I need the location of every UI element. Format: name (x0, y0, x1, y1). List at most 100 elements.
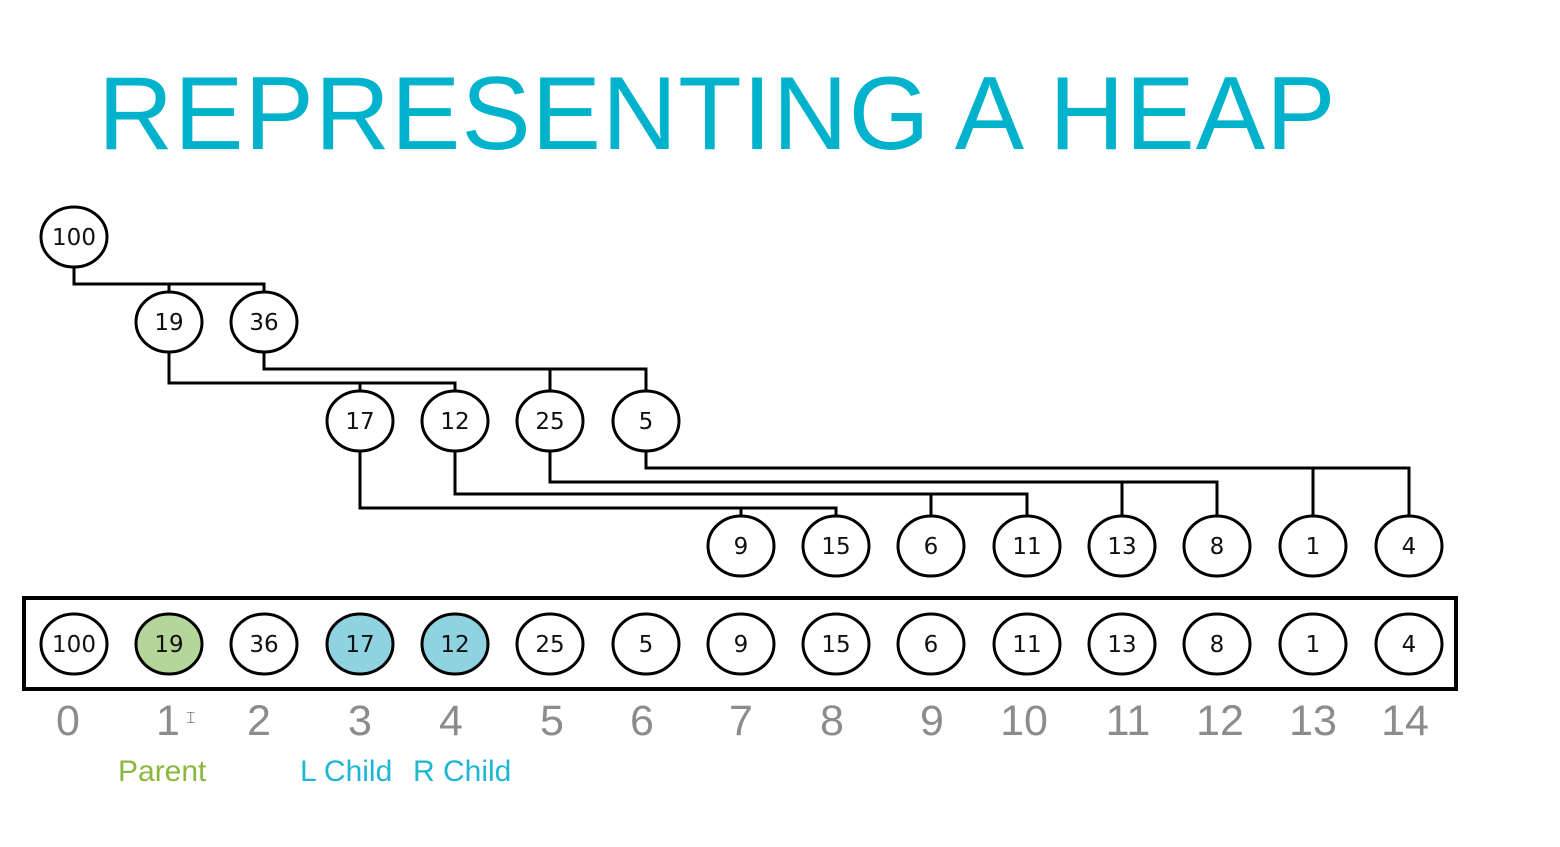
tree-node-7-circle (706, 514, 776, 578)
legend-lchild: L Child (300, 755, 393, 788)
tree-node-12-value: 8 (1210, 534, 1225, 560)
array-cell-1-circle (134, 612, 204, 676)
array-cell-14: 4 (1374, 612, 1444, 676)
array-cell-6: 5 (611, 612, 681, 676)
array-cell-1: 19 (134, 612, 204, 676)
tree-node-2: 36 (229, 290, 299, 354)
array-cell-9: 6 (896, 612, 966, 676)
page-title: REPRESENTING A HEAP (98, 56, 1337, 172)
tree-node-8-value: 15 (821, 534, 850, 560)
index-label-13: 13 (1289, 697, 1337, 745)
array-cell-1-value: 19 (154, 632, 183, 658)
index-label-0: 0 (56, 697, 80, 745)
array-cell-3: 17 (325, 612, 395, 676)
array-cell-2-circle (229, 612, 299, 676)
array-cell-3-value: 17 (345, 632, 374, 658)
array-cell-11-circle (1087, 612, 1157, 676)
tree-node-3-circle (325, 389, 395, 453)
index-label-7: 7 (729, 697, 753, 745)
tree-node-13: 1 (1278, 514, 1348, 578)
array-cell-10: 11 (992, 612, 1062, 676)
tree-nodes: 100 19 36 17 12 25 5 9 15 6 11 13 8 1 4 (39, 205, 1444, 578)
index-label-11: 11 (1105, 697, 1151, 745)
array-cell-0-circle (39, 612, 109, 676)
array-cell-7: 9 (706, 612, 776, 676)
array-cell-2-value: 36 (249, 632, 278, 658)
tree-node-13-circle (1278, 514, 1348, 578)
tree-node-7: 9 (706, 514, 776, 578)
tree-node-3: 17 (325, 389, 395, 453)
text-cursor-icon: ⌶ (186, 708, 196, 727)
tree-node-6-circle (611, 389, 681, 453)
index-label-1: 1 (156, 697, 180, 745)
array-cell-5-circle (515, 612, 585, 676)
tree-node-4-value: 12 (440, 409, 469, 435)
legend-rchild: R Child (413, 755, 512, 788)
tree-node-1-value: 19 (154, 310, 183, 336)
tree-node-10-circle (992, 514, 1062, 578)
tree-node-1: 19 (134, 290, 204, 354)
index-label-8: 8 (820, 697, 844, 745)
edge-2-to-6 (262, 352, 648, 391)
array-cell-10-value: 11 (1012, 632, 1041, 658)
array-cell-8: 15 (801, 612, 871, 676)
tree-node-3-value: 17 (345, 409, 374, 435)
array-cell-4-circle (420, 612, 490, 676)
array-cell-6-value: 5 (639, 632, 654, 658)
array-cell-14-circle (1374, 612, 1444, 676)
array-cell-9-circle (896, 612, 966, 676)
tree-node-11: 13 (1087, 514, 1157, 578)
tree-node-14-circle (1374, 514, 1444, 578)
tree-node-8: 15 (801, 514, 871, 578)
tree-node-12-circle (1182, 514, 1252, 578)
tree-node-9: 6 (896, 514, 966, 578)
tree-node-4: 12 (420, 389, 490, 453)
array-cell-11-value: 13 (1107, 632, 1136, 658)
array-cell-3-circle (325, 612, 395, 676)
array-cell-0-value: 100 (52, 632, 96, 658)
index-label-12: 12 (1196, 697, 1244, 745)
array-cell-13: 1 (1278, 612, 1348, 676)
edge-4-to-10 (453, 451, 1029, 516)
edge-6-to-14 (644, 451, 1411, 516)
index-label-3: 3 (348, 697, 372, 745)
array-cell-0: 100 (39, 612, 109, 676)
array-cell-12-circle (1182, 612, 1252, 676)
array-cell-6-circle (611, 612, 681, 676)
array-cell-2: 36 (229, 612, 299, 676)
array-cell-8-circle (801, 612, 871, 676)
tree-node-6-value: 5 (639, 409, 654, 435)
array-cell-9-value: 6 (924, 632, 939, 658)
tree-node-10: 11 (992, 514, 1062, 578)
legend-parent: Parent (118, 755, 207, 788)
array-cell-5-value: 25 (535, 632, 564, 658)
array-cell-7-circle (706, 612, 776, 676)
tree-node-0: 100 (39, 205, 109, 269)
tree-node-8-circle (801, 514, 871, 578)
tree-node-10-value: 11 (1012, 534, 1041, 560)
index-label-6: 6 (630, 697, 654, 745)
array-cell-4-value: 12 (440, 632, 469, 658)
index-label-4: 4 (439, 697, 463, 745)
tree-node-14-value: 4 (1402, 534, 1417, 560)
tree-node-0-circle (39, 205, 109, 269)
tree-node-9-circle (896, 514, 966, 578)
tree-node-13-value: 1 (1306, 534, 1321, 560)
tree-node-6: 5 (611, 389, 681, 453)
array-cell-11: 13 (1087, 612, 1157, 676)
tree-edges (72, 267, 1411, 516)
tree-node-5: 25 (515, 389, 585, 453)
edge-1-to-4 (167, 352, 457, 391)
tree-node-0-value: 100 (52, 225, 96, 251)
edge-5-to-12 (548, 451, 1219, 516)
array-cell-12-value: 8 (1210, 632, 1225, 658)
tree-node-5-circle (515, 389, 585, 453)
array-cell-10-circle (992, 612, 1062, 676)
tree-node-4-circle (420, 389, 490, 453)
tree-node-12: 8 (1182, 514, 1252, 578)
index-label-10: 10 (1000, 697, 1048, 745)
index-label-2: 2 (247, 697, 271, 745)
array-box (22, 596, 1458, 691)
